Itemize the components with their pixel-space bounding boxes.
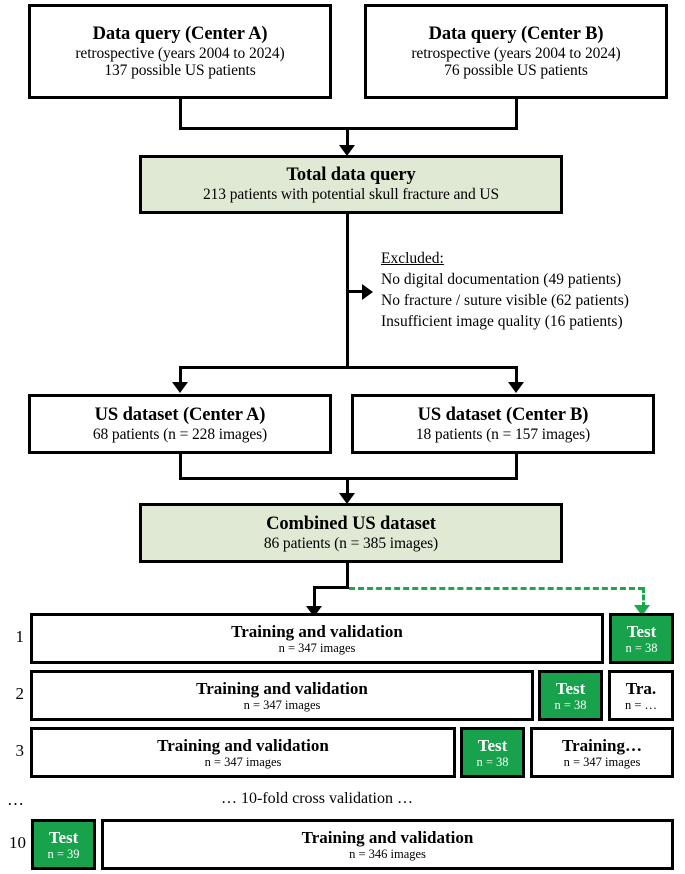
node-title: Total data query: [286, 165, 416, 186]
segment-sub: n = 347 images: [243, 698, 321, 713]
excluded-text-block: Excluded: No digital documentation (49 p…: [381, 248, 629, 332]
cross-validation-note: … 10-fold cross validation …: [221, 790, 413, 807]
segment-sub: n = 347 images: [278, 641, 356, 656]
connector-combine-down: [346, 477, 349, 495]
segment-title: Training and validation: [157, 735, 329, 755]
excluded-item-1: No digital documentation (49 patients): [381, 271, 622, 289]
segment-sub: n = 38: [554, 698, 587, 713]
segment-sub: n = 38: [625, 641, 658, 656]
connector-split-left-down: [179, 366, 182, 384]
segment-sub: n = 347 images: [204, 755, 282, 770]
segment-title: Test: [626, 621, 657, 641]
segment-sub: n = …: [624, 698, 658, 713]
segment-title: Training and validation: [301, 827, 474, 847]
segment-title: Test: [555, 678, 586, 698]
connector-combined-down: [346, 563, 349, 586]
node-line-2: 18 patients (n = 157 images): [415, 425, 591, 443]
arrowhead-to-dataset-b: [508, 382, 524, 393]
segment-title: Tra.: [625, 678, 657, 698]
node-line-2: 68 patients (n = 228 images): [92, 425, 268, 443]
fold-row-label-ellipsis: …: [7, 790, 24, 809]
fold-10-training-segment: Training and validation n = 346 images: [101, 819, 674, 870]
arrowhead-to-test-fold-1: [634, 605, 650, 616]
connector-a-down: [179, 99, 182, 127]
connector-b-down: [515, 99, 518, 127]
segment-sub: n = 347 images: [563, 755, 641, 770]
fold-2-training-segment-right: Tra. n = …: [608, 670, 674, 721]
connector-split-right-down: [515, 366, 518, 384]
fold-3-training-segment-right: Training… n = 347 images: [530, 727, 674, 778]
arrowhead-to-excluded: [362, 284, 373, 300]
fold-2-test-segment: Test n = 38: [538, 670, 603, 721]
excluded-heading: Excluded:: [381, 250, 444, 267]
node-title: Data query (Center B): [428, 23, 604, 44]
segment-sub: n = 346 images: [349, 847, 426, 862]
node-title: US dataset (Center B): [417, 404, 589, 425]
node-us-dataset-center-a: US dataset (Center A) 68 patients (n = 2…: [28, 394, 332, 454]
node-title: US dataset (Center A): [94, 404, 266, 425]
node-line-2: retrospective (years 2004 to 2024): [411, 44, 621, 62]
excluded-item-3: Insufficient image quality (16 patients): [381, 313, 623, 331]
node-us-dataset-center-b: US dataset (Center B) 18 patients (n = 1…: [351, 394, 655, 454]
connector-to-training-horizontal: [313, 586, 349, 589]
node-line-2: 86 patients (n = 385 images): [263, 534, 439, 552]
connector-to-test-dashed: [349, 587, 644, 590]
segment-sub: n = 39: [47, 847, 80, 862]
segment-sub: n = 38: [476, 755, 509, 770]
node-line-2: 213 patients with potential skull fractu…: [203, 186, 499, 204]
node-title: Data query (Center A): [92, 23, 268, 44]
node-combined-us-dataset: Combined US dataset 86 patients (n = 385…: [139, 503, 563, 563]
node-data-query-center-b: Data query (Center B) retrospective (yea…: [364, 4, 668, 99]
connector-split-horizontal: [179, 366, 518, 369]
fold-row-label-2: 2: [15, 684, 25, 703]
connector-test-dashed-down: [642, 587, 645, 608]
fold-row-label-10: 10: [9, 833, 26, 852]
node-line-2: retrospective (years 2004 to 2024): [75, 44, 285, 62]
connector-dataset-a-down: [179, 454, 182, 480]
fold-1-test-segment: Test n = 38: [609, 613, 674, 664]
arrowhead-to-combined-dataset: [339, 493, 355, 504]
fold-2-training-segment-left: Training and validation n = 347 images: [30, 670, 534, 721]
arrowhead-to-training-fold-1: [306, 606, 322, 617]
segment-title: Training and validation: [231, 621, 403, 641]
fold-3-training-segment-left: Training and validation n = 347 images: [30, 727, 456, 778]
node-data-query-center-a: Data query (Center A) retrospective (yea…: [28, 4, 332, 99]
segment-title: Test: [48, 827, 79, 847]
segment-title: Training…: [562, 735, 642, 755]
fold-10-test-segment: Test n = 39: [31, 819, 96, 870]
connector-training-down: [313, 586, 316, 609]
node-total-data-query: Total data query 213 patients with poten…: [139, 155, 563, 214]
arrowhead-to-total-query: [339, 145, 355, 156]
node-line-3: 137 possible US patients: [104, 61, 256, 79]
connector-merge-down: [346, 127, 349, 147]
connector-dataset-b-down: [515, 454, 518, 480]
segment-title: Test: [477, 735, 508, 755]
excluded-item-2: No fracture / suture visible (62 patient…: [381, 292, 629, 310]
fold-1-training-segment: Training and validation n = 347 images: [30, 613, 604, 664]
fold-3-test-segment: Test n = 38: [460, 727, 525, 778]
fold-row-label-1: 1: [15, 627, 25, 646]
node-line-3: 76 possible US patients: [444, 61, 588, 79]
connector-excluded-horizontal: [346, 290, 362, 293]
arrowhead-to-dataset-a: [172, 382, 188, 393]
node-title: Combined US dataset: [266, 513, 436, 534]
segment-title: Training and validation: [196, 678, 368, 698]
fold-row-label-3: 3: [15, 741, 25, 760]
